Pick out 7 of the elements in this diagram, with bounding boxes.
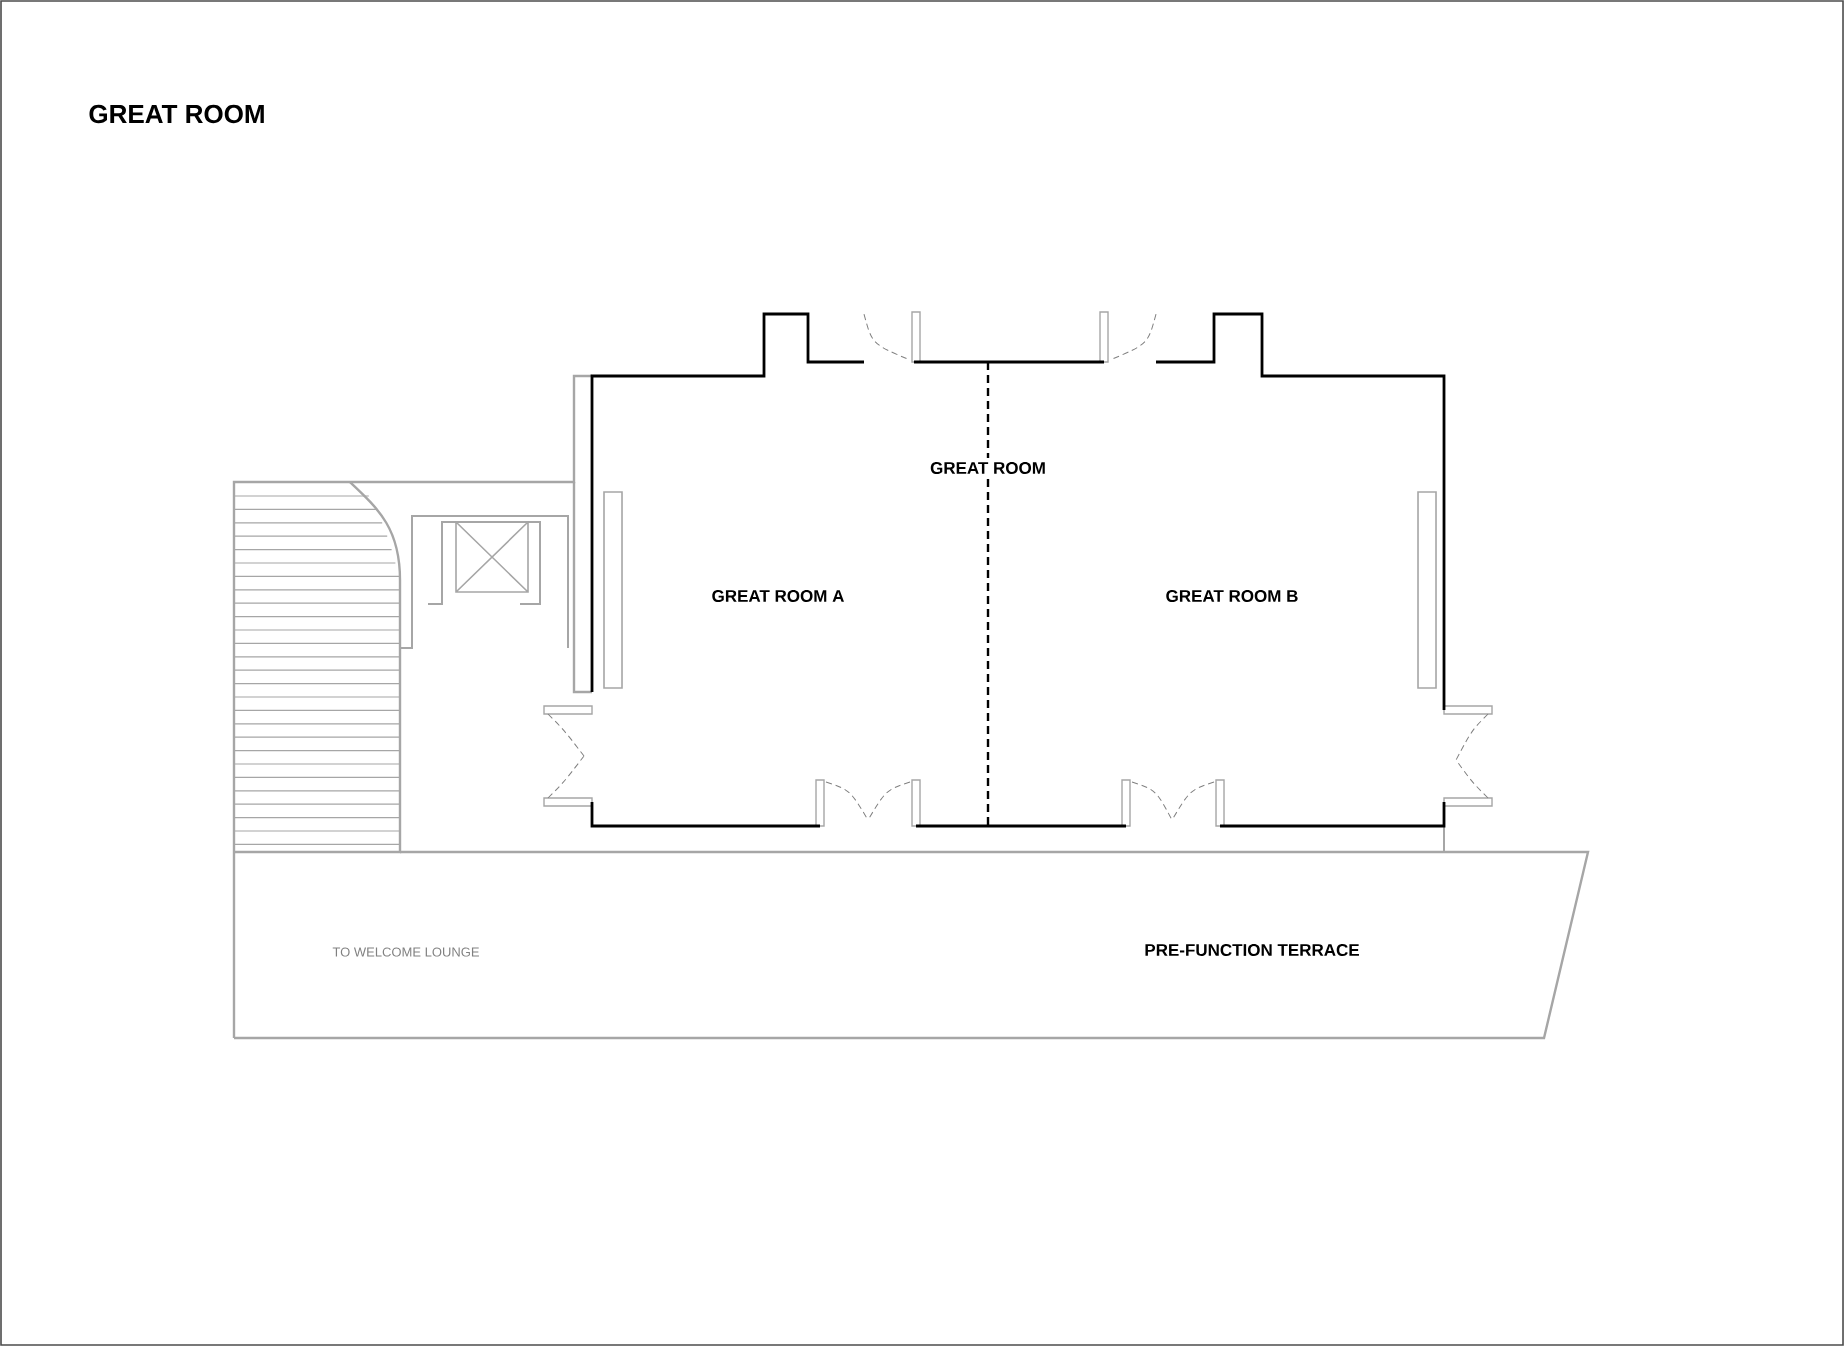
title: GREAT ROOM — [89, 104, 264, 124]
terrace-outline — [234, 850, 1590, 1040]
room-label: GREAT ROOM — [930, 462, 1045, 474]
area-label: PRE-FUNCTION TERRACE — [1145, 944, 1359, 956]
room-label: GREAT ROOM A — [712, 590, 844, 602]
room-label: GREAT ROOM B — [1166, 590, 1298, 602]
room-outline — [590, 312, 1446, 828]
